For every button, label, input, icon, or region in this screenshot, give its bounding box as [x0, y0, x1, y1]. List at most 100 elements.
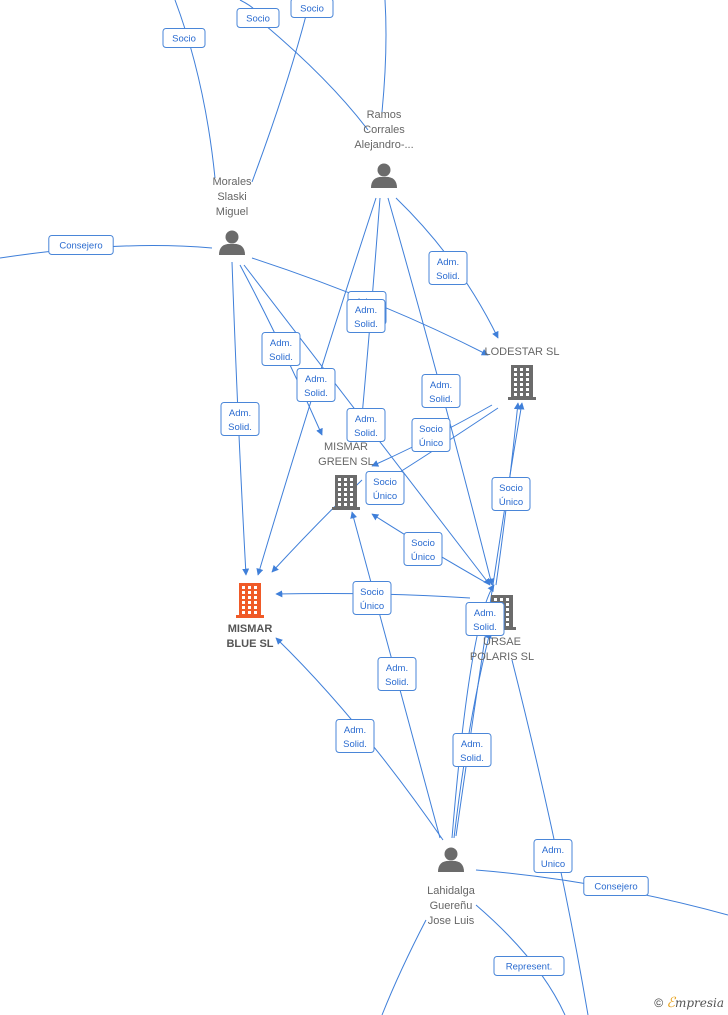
edge-label-text: Socio [419, 424, 443, 435]
edge-label-text: Solid. [354, 319, 378, 330]
edge-label-consejero[interactable]: Consejero [48, 235, 114, 255]
node-label: Alejandro-... [354, 139, 413, 151]
edge-label-text: Socio [172, 34, 196, 45]
edge-label-text: Adm. [386, 663, 408, 674]
edge-label-text: Adm. [355, 305, 377, 316]
node-label: Ramos [367, 109, 402, 121]
edge-label-represent[interactable]: Represent. [493, 956, 565, 976]
person-icon [438, 847, 464, 872]
edge-label-text: Solid. [460, 753, 484, 764]
edge-label-text: Socio [373, 477, 397, 488]
brand-logo-e: ℰ [666, 995, 675, 1011]
edge-label-text: Solid. [385, 677, 409, 688]
building-icon [508, 365, 536, 400]
edge-line [264, 24, 369, 131]
node-label: Jose Luis [428, 915, 475, 927]
edge-label-text: Socio [246, 14, 270, 25]
edge-line [243, 264, 491, 586]
edge-label-text: Adm. [355, 414, 377, 425]
edge-label-text: Adm. [344, 725, 366, 736]
node-ramos[interactable]: RamosCorralesAlejandro-... [354, 109, 414, 188]
edge-label-adm-solid[interactable]: Adm. Solid. [346, 299, 386, 333]
person-icon [219, 230, 245, 255]
edge-label-text: Solid. [343, 739, 367, 750]
building-icon [236, 583, 264, 618]
edge-line [451, 584, 495, 839]
edge-label-adm-solid[interactable]: Adm. Solid. [452, 733, 492, 767]
edge-label-text: Consejero [59, 241, 102, 252]
edge-label-adm-solid[interactable]: Adm. Solid. [428, 251, 468, 285]
edge-label-socio[interactable]: Socio [236, 8, 280, 28]
brand-name: mpresia [674, 996, 724, 1010]
edge-label-text: Socio [300, 4, 324, 15]
edge-labels-layer: SocioSocioSocioConsejeroAdm.Solid.Adm.So… [48, 0, 649, 976]
copyright-symbol: © [654, 996, 664, 1010]
node-label: Slaski [217, 191, 246, 203]
edge-label-text: Unico [541, 859, 565, 870]
node-label: Guereñu [430, 900, 473, 912]
edge-label-adm-solid[interactable]: Adm. Solid. [377, 657, 417, 691]
edge-label-adm-solid[interactable]: Adm. Solid. [335, 719, 375, 753]
edge-label-text: Solid. [354, 428, 378, 439]
edge-label-text: Adm. [437, 257, 459, 268]
node-mismar-green[interactable]: MISMAR GREEN SL [318, 441, 374, 510]
edge-label-text: Socio [411, 538, 435, 549]
edge-label-text: Adm. [270, 338, 292, 349]
node-label: URSAE [483, 636, 521, 648]
edge-label-text: Solid. [269, 352, 293, 363]
edge-label-text: Consejero [594, 882, 637, 893]
node-label: MISMAR [228, 623, 273, 635]
edge-label-text: Adm. [305, 374, 327, 385]
edge-label-text: Represent. [506, 962, 552, 973]
edge-label-adm-solid[interactable]: Adm. Solid. [465, 602, 505, 636]
node-label: Lahidalga [427, 885, 476, 897]
edge-label-text: Adm. [474, 608, 496, 619]
node-label: LODESTAR SL [485, 346, 560, 358]
edge-label-text: Único [373, 491, 397, 502]
edge-label-adm-unico[interactable]: Adm. Unico [533, 839, 573, 873]
edge-label-text: Único [419, 438, 443, 449]
edge-label-adm-solid[interactable]: Adm. Solid. [421, 374, 461, 408]
edge-label-adm-solid[interactable]: Adm. Solid. [296, 368, 336, 402]
edge-label-text: Adm. [430, 380, 452, 391]
edge-label-text: Solid. [436, 271, 460, 282]
building-icon [332, 475, 360, 510]
edge-label-text: Solid. [304, 388, 328, 399]
edge-label-text: Adm. [229, 408, 251, 419]
empresia-watermark: © ℰmpresia [654, 995, 724, 1011]
person-icon [371, 163, 397, 188]
node-label: POLARIS SL [470, 651, 534, 663]
edge-label-adm-solid[interactable]: Adm. Solid. [220, 402, 260, 436]
node-mismar-blue[interactable]: MISMAR BLUE SL [226, 583, 274, 650]
node-label: MISMAR [324, 441, 368, 453]
edge-label-text: Solid. [429, 394, 453, 405]
edge-label-consejero[interactable]: Consejero [583, 876, 649, 896]
edge-label-text: Solid. [473, 622, 497, 633]
node-label: GREEN SL [318, 456, 374, 468]
nodes-layer: RamosCorralesAlejandro-...MoralesSlaskiM… [212, 109, 559, 927]
edge-label-text: Único [360, 601, 384, 612]
edge-label-text: Socio [499, 483, 523, 494]
edge-label-text: Solid. [228, 422, 252, 433]
node-label: BLUE SL [226, 638, 273, 650]
edge-label-adm-solid[interactable]: Adm. Solid. [346, 408, 386, 442]
edge-label-text: Adm. [542, 845, 564, 856]
edge-line [381, 0, 387, 113]
edge-label-adm-solid[interactable]: Adm. Solid. [261, 332, 301, 366]
edge-label-text: Único [411, 552, 435, 563]
node-lodestar[interactable]: LODESTAR SL [485, 346, 560, 400]
edge-label-text: Adm. [461, 739, 483, 750]
node-label: Morales [212, 176, 252, 188]
edge-label-socio[interactable]: Socio [290, 0, 334, 18]
edge-label-socio[interactable]: Socio [162, 28, 206, 48]
node-label: Miguel [216, 206, 248, 218]
